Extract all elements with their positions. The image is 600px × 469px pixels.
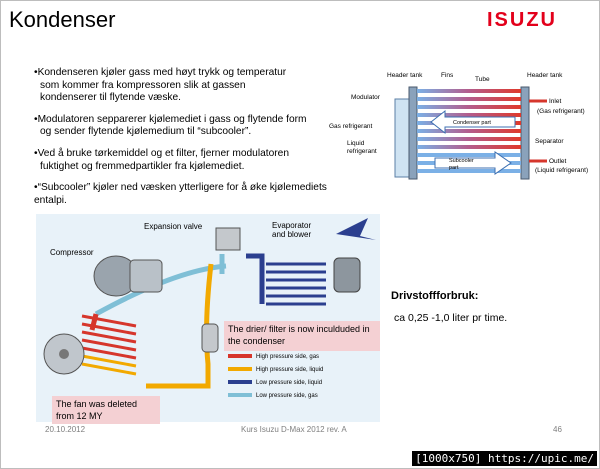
svg-text:Condenser part: Condenser part — [453, 120, 491, 126]
fuel-consumption-title: Drivstoffforbruk: — [391, 290, 479, 302]
bullet-2: •Modulatoren sepparerer kjølemediet i ga… — [34, 113, 307, 138]
drier-filter-shape — [201, 323, 219, 353]
bullet-3: •Ved å bruke tørkemiddel og et filter, f… — [34, 147, 289, 172]
svg-text:Gas refrigerant: Gas refrigerant — [329, 123, 373, 130]
svg-text:part: part — [449, 165, 459, 171]
ac-system-diagram: Expansion valve Evaporator and blower Co… — [36, 214, 380, 422]
condenser-coil — [81, 314, 137, 376]
svg-text:Low pressure side, liquid: Low pressure side, liquid — [256, 380, 322, 386]
fuel-consumption-text: ca 0,25 -1,0 liter pr time. — [394, 312, 508, 324]
svg-text:Header tank: Header tank — [527, 72, 563, 79]
svg-text:and blower: and blower — [272, 230, 311, 239]
svg-text:Low pressure side, gas: Low pressure side, gas — [256, 393, 318, 399]
condenser-flow-arrow — [430, 109, 516, 135]
bullet-1: •Kondenseren kjøler gass med høyt trykk … — [34, 67, 287, 104]
evaporator-coil — [266, 262, 326, 306]
svg-text:Separator: Separator — [535, 138, 564, 145]
expansion-valve-shape — [215, 227, 241, 251]
svg-text:Outlet: Outlet — [549, 158, 567, 165]
svg-text:Evaporator: Evaporator — [272, 221, 311, 230]
svg-text:Subcooler: Subcooler — [449, 158, 474, 164]
drier-note: The drier/ filter is now inculduded in t… — [224, 321, 380, 351]
subcooler-flow-arrow — [434, 151, 512, 175]
isuzu-logo: ISUZU — [487, 9, 557, 31]
footer-course: Kurs Isuzu D-Max 2012 rev. A — [241, 425, 347, 434]
svg-text:Liquid: Liquid — [347, 140, 365, 147]
modulator-shape — [394, 98, 410, 178]
bullet-list: •Kondenseren kjøler gass med høyt trykk … — [34, 67, 354, 216]
svg-text:Fins: Fins — [441, 72, 454, 79]
fan-note: The fan was deleted from 12 MY — [52, 396, 160, 424]
svg-text:Modulator: Modulator — [351, 94, 381, 101]
svg-text:Inlet: Inlet — [549, 98, 561, 105]
legend: High pressure side, gas High pressure si… — [228, 354, 323, 399]
svg-text:Header tank: Header tank — [387, 72, 423, 79]
footer-date: 20.10.2012 — [45, 425, 86, 434]
slide-title: Kondenser — [9, 7, 116, 32]
svg-text:High pressure side, liquid: High pressure side, liquid — [256, 367, 323, 373]
condenser-diagram: Header tank Fins Tube Header tank Modula… — [329, 72, 588, 180]
airflow-arrow — [336, 218, 376, 240]
svg-text:High pressure side, gas: High pressure side, gas — [256, 354, 319, 360]
watermark: [1000x750] https://upic.me/ — [412, 451, 597, 466]
blower-shape — [333, 257, 361, 293]
footer-page-number: 46 — [553, 425, 562, 434]
svg-text:(Liquid refrigerant): (Liquid refrigerant) — [535, 167, 588, 174]
svg-text:Expansion valve: Expansion valve — [144, 222, 203, 231]
svg-text:(Gas refrigerant): (Gas refrigerant) — [537, 108, 585, 115]
svg-text:Compressor: Compressor — [50, 248, 94, 257]
bullet-4: •“Subcooler” kjøler ned væsken ytterlige… — [34, 182, 327, 206]
svg-text:refrigerant: refrigerant — [347, 148, 377, 155]
svg-text:Tube: Tube — [475, 76, 490, 83]
